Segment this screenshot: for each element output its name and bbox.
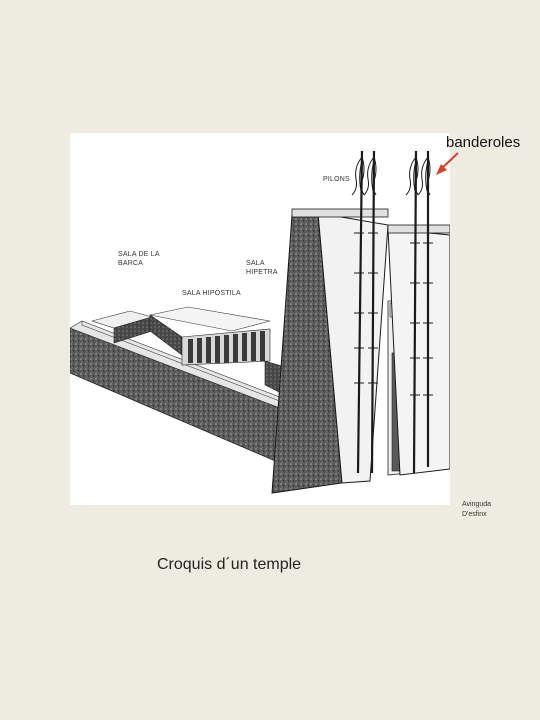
label-avinguda: Avinguda D'esfinx	[462, 501, 492, 518]
pylon-right-cornice	[387, 224, 450, 234]
pylon-left-cornice	[291, 208, 389, 218]
hypostyle-columns	[188, 331, 265, 363]
flag-poles	[356, 150, 430, 474]
label-banderoles: banderoles	[446, 134, 521, 151]
temple-sketch: PILONS SALA DE LA BARCA SALA HIPETRA SAL…	[70, 133, 450, 505]
pylon-left-side	[317, 212, 389, 484]
banner-flags	[351, 156, 431, 196]
label-pilons: PILONS	[323, 176, 350, 183]
label-sala-hipostila: SALA HIPÒSTILA	[182, 290, 241, 297]
label-sala-hipetra: SALA HIPETRA	[246, 260, 278, 276]
temple-drawing	[70, 150, 450, 494]
hypostyle-top	[149, 306, 271, 332]
label-sala-barca: SALA DE LA BARCA	[118, 251, 160, 267]
caption: Croquis d´un temple	[157, 556, 302, 573]
